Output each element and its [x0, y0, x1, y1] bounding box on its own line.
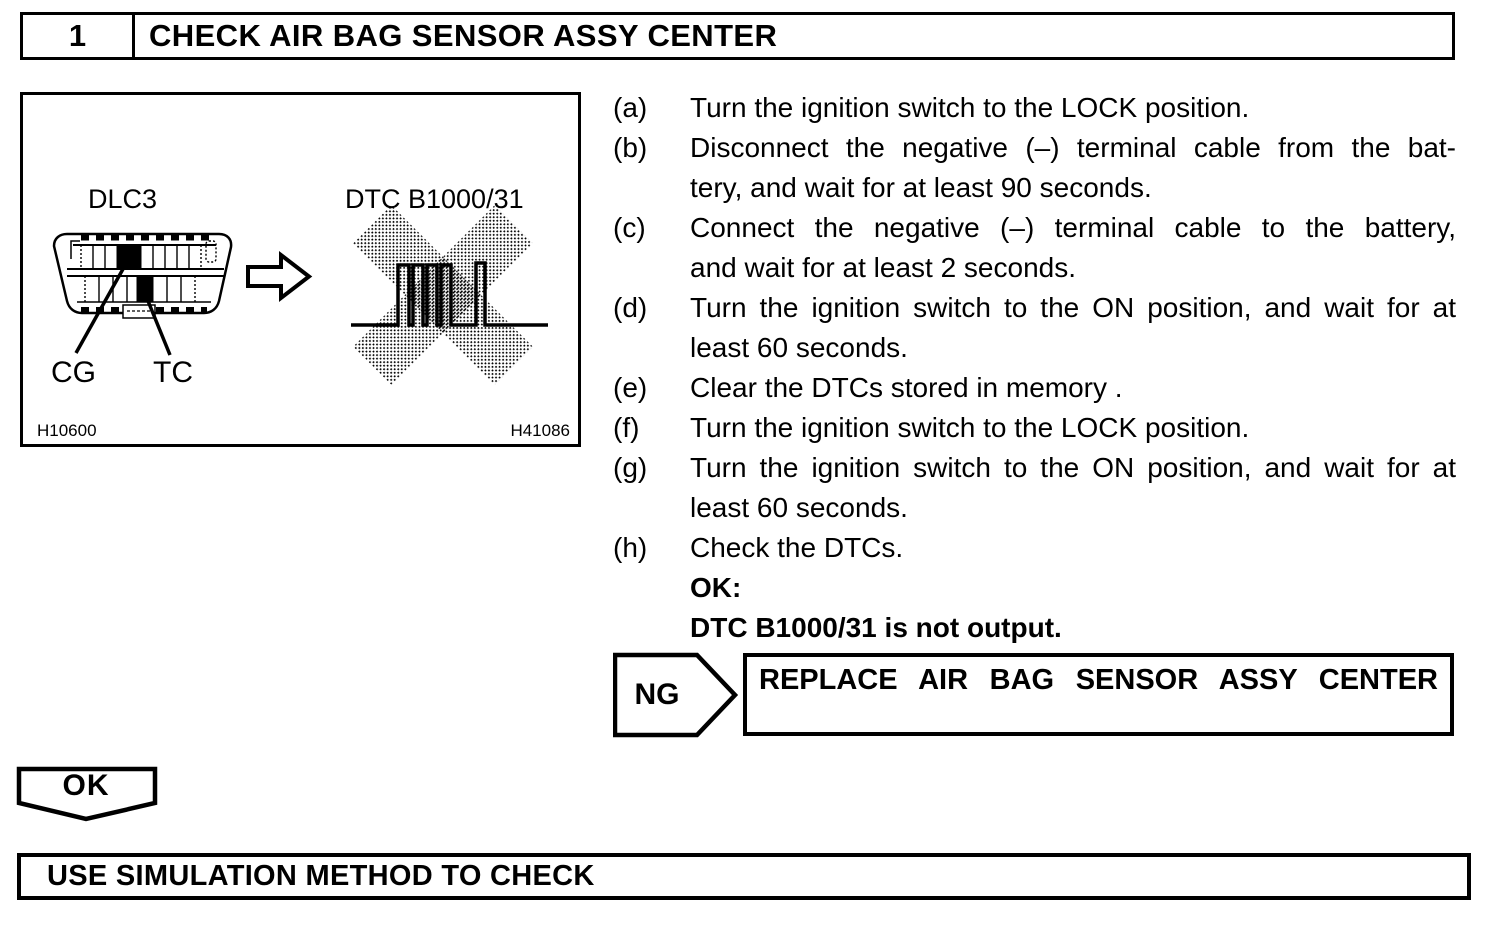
ok-label: OK	[62, 769, 110, 802]
connector-label: DLC3	[88, 184, 158, 214]
step-text: Turn the ignition switch to the LOCK pos…	[690, 412, 1250, 443]
pin-label-cg: CG	[51, 356, 96, 389]
procedure-step: (b) Disconnect the negative (–) terminal…	[613, 128, 1458, 208]
figure-box: DLC3 DTC B1000/31 CG TC H10600 H41086	[20, 92, 581, 447]
procedure-step: (e) Clear the DTCs stored in memory .	[613, 368, 1458, 408]
ok-condition: DTC B1000/31 is not output.	[690, 612, 1062, 643]
step-text: tery, and wait for at least 90 seconds.	[690, 172, 1152, 203]
step-letter: (f)	[613, 412, 640, 443]
ok-heading: OK:	[690, 572, 742, 603]
arrow-right-icon	[246, 250, 313, 303]
x-cross-icon	[353, 205, 533, 385]
step-text: Connect the negative (–) terminal cable …	[690, 212, 1456, 243]
procedure-list: (a) Turn the ignition switch to the LOCK…	[613, 88, 1458, 648]
step-letter: (g)	[613, 452, 648, 483]
step-text: Check the DTCs.	[690, 532, 904, 563]
procedure-step: (h) Check the DTCs.	[613, 528, 1458, 568]
procedure-step: (c) Connect the negative (–) terminal ca…	[613, 208, 1458, 288]
step-text: and wait for at least 2 seconds.	[690, 252, 1076, 283]
step-letter: (h)	[613, 532, 648, 563]
dlc3-connector-diagram	[52, 232, 233, 356]
step-text: Clear the DTCs stored in memory .	[690, 372, 1123, 403]
step-header: 1 CHECK AIR BAG SENSOR ASSY CENTER	[20, 12, 1455, 60]
footer-instruction-box: USE SIMULATION METHOD TO CHECK	[17, 853, 1471, 900]
figure-diagram	[52, 205, 548, 385]
leader-line-cg	[74, 268, 125, 354]
ng-action-box: REPLACE AIR BAG SENSOR ASSY CENTER	[743, 653, 1454, 736]
ng-pointer-shape	[613, 652, 739, 738]
step-letter: (b)	[613, 132, 648, 163]
pin-label-tc: TC	[153, 356, 193, 389]
step-letter: (c)	[613, 212, 646, 243]
procedure-step: (d) Turn the ignition switch to the ON p…	[613, 288, 1458, 368]
dtc-label: DTC B1000/31	[345, 184, 524, 214]
pin-cg-highlight	[116, 244, 142, 270]
step-letter: (d)	[613, 292, 648, 323]
ng-label: NG	[634, 678, 680, 711]
figure-id-left: H10600	[37, 421, 97, 440]
step-text: Turn the ignition switch to the ON posit…	[690, 452, 1456, 483]
step-letter: (a)	[613, 92, 648, 123]
step-text: Turn the ignition switch to the ON posit…	[690, 292, 1456, 323]
procedure-step: (g) Turn the ignition switch to the ON p…	[613, 448, 1458, 528]
step-text: least 60 seconds.	[690, 332, 908, 363]
step-text: least 60 seconds.	[690, 492, 908, 523]
leader-line-tc	[146, 300, 172, 356]
step-letter: (e)	[613, 372, 648, 403]
procedure-step: (f) Turn the ignition switch to the LOCK…	[613, 408, 1458, 448]
ok-banner-shape	[16, 766, 158, 822]
step-text: Turn the ignition switch to the LOCK pos…	[690, 92, 1250, 123]
figure-id-right: H41086	[510, 421, 570, 440]
step-title: CHECK AIR BAG SENSOR ASSY CENTER	[149, 18, 778, 53]
step-number: 1	[23, 15, 135, 57]
pin-tc-highlight	[136, 275, 154, 303]
procedure-step: (a) Turn the ignition switch to the LOCK…	[613, 88, 1458, 128]
step-text: Disconnect the negative (–) terminal cab…	[690, 132, 1456, 163]
